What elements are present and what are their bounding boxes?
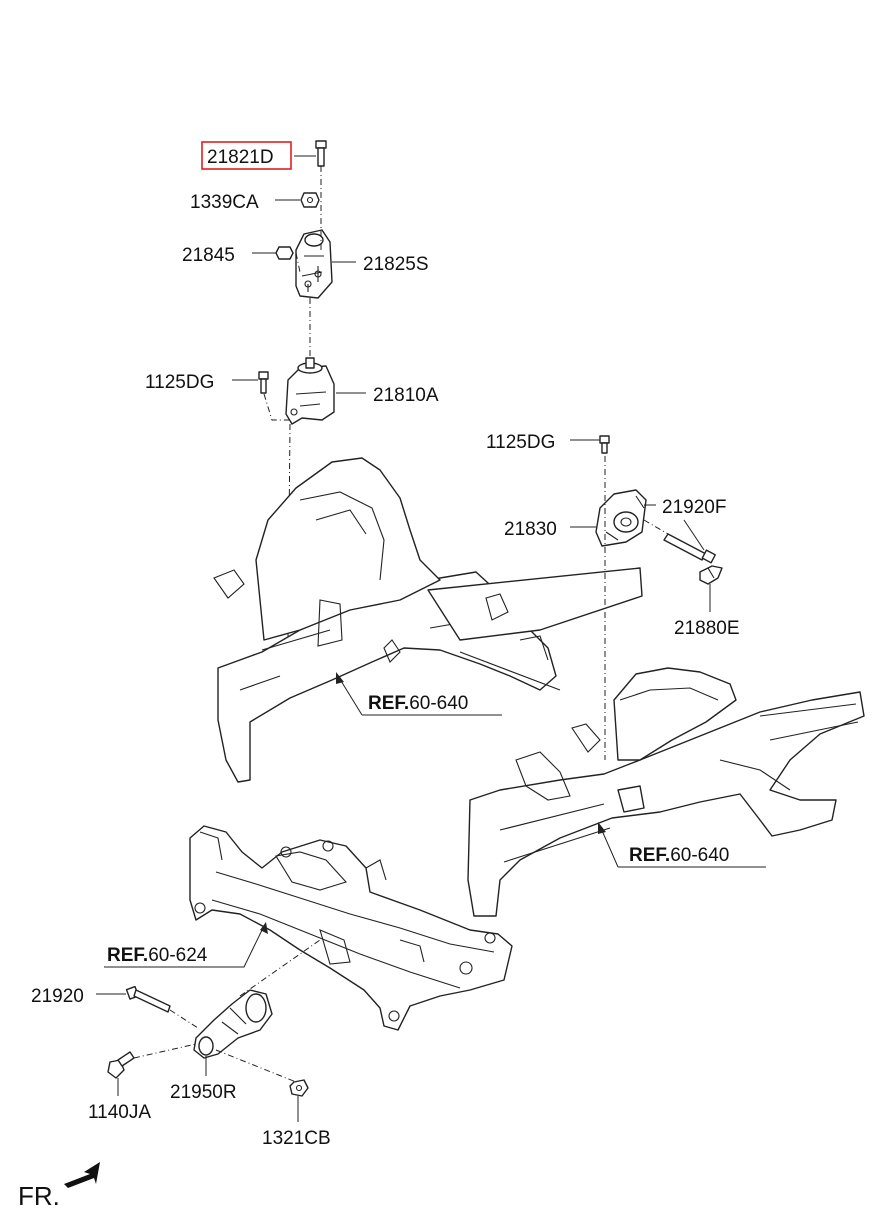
right-mount-cluster [595,435,723,760]
bolt-21920f[interactable] [663,533,716,564]
label-21825s[interactable]: 21825S [363,254,429,275]
nut-1339ca[interactable] [300,192,320,208]
label-1125dg-a[interactable]: 1125DG [145,372,214,393]
ref-label-60-640-lower[interactable]: REF.60-640 [629,845,729,866]
nut-1321cb[interactable] [289,1079,309,1097]
left-side-member [213,457,643,783]
bolt-21920[interactable] [125,985,171,1013]
label-1140ja[interactable]: 1140JA [88,1102,151,1123]
label-21950r[interactable]: 21950R [170,1082,237,1103]
label-21880e[interactable]: 21880E [674,618,740,639]
bolt-1125dg-a[interactable] [258,371,269,394]
ref-label-60-624[interactable]: REF.60-624 [107,945,208,966]
bolt-1140ja[interactable] [107,1051,135,1079]
ref-label-60-640-upper[interactable]: REF.60-640 [368,693,468,714]
front-direction-indicator: FR. [18,1162,100,1211]
lower-roll-mount [107,939,321,1097]
highlight-box-21821d [201,141,292,170]
label-1125dg-b[interactable]: 1125DG [486,432,555,453]
mount-21830[interactable] [595,489,647,547]
label-21920[interactable]: 21920 [31,986,84,1007]
front-arrow-icon [64,1162,100,1188]
label-21845[interactable]: 21845 [182,245,235,266]
nut-21845[interactable] [275,246,294,260]
front-label: FR. [18,1181,60,1211]
upper-mount-stack [258,140,335,641]
bracket-21880e[interactable] [699,565,723,585]
label-21810a[interactable]: 21810A [373,385,439,406]
label-21920f[interactable]: 21920F [662,497,726,518]
bolt-21821d[interactable] [315,140,327,167]
label-21830[interactable]: 21830 [504,519,557,540]
bolt-1125dg-b[interactable] [599,435,610,454]
right-side-member [467,667,865,917]
mount-21950r[interactable] [193,989,273,1059]
label-1339ca[interactable]: 1339CA [190,192,259,213]
label-21821d[interactable]: 21821D [207,147,274,168]
label-1321cb[interactable]: 1321CB [262,1128,331,1149]
mount-21810a[interactable] [285,357,335,425]
bracket-21825s[interactable] [295,229,333,299]
leader-lines [96,155,766,1122]
